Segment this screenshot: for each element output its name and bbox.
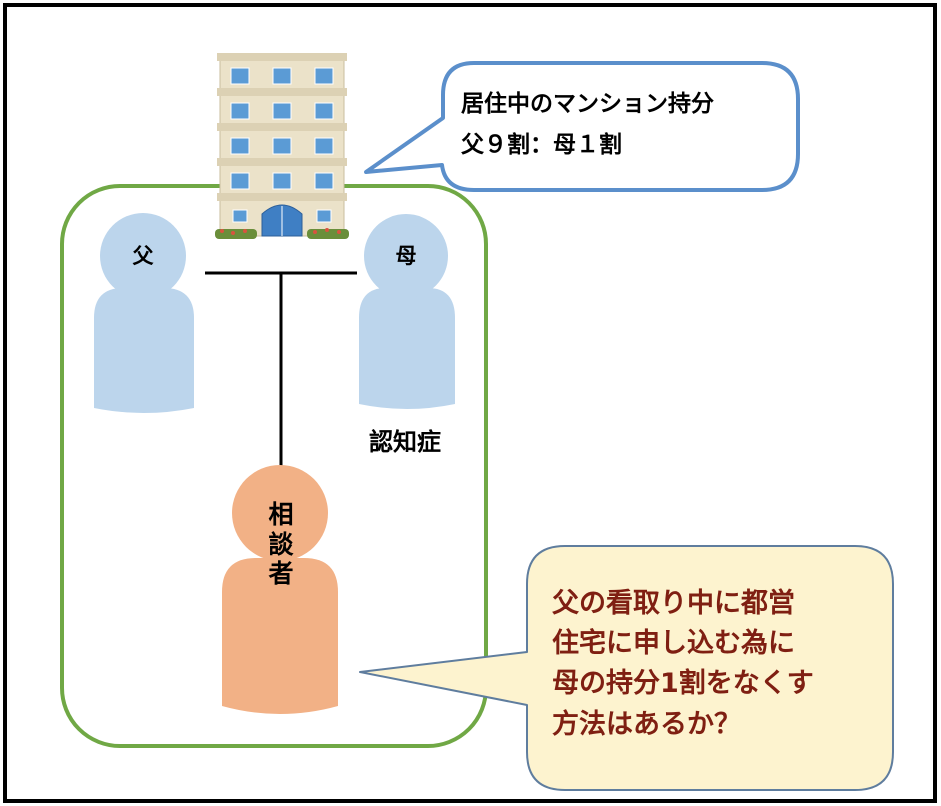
mother-label: 母: [396, 244, 417, 268]
father-label: 父: [133, 244, 155, 268]
father-figure: [94, 213, 194, 413]
consultant-label-char-3: 者: [268, 559, 293, 588]
consultant-label-char-1: 相: [268, 500, 293, 529]
question-line-1: 父の看取り中に都営: [552, 587, 795, 619]
question-line-2: 住宅に申し込む為に: [552, 627, 795, 659]
building-bubble-line-1: 居住中のマンション持分: [461, 90, 714, 117]
mother-figure: [359, 214, 455, 409]
building-bubble-line-2: 父９割：母１割: [461, 131, 622, 158]
apartment-building-icon: [215, 53, 349, 239]
question-speech-bubble: [359, 545, 894, 791]
dementia-label: 認知症: [369, 428, 441, 456]
question-line-4: 方法はあるか？: [552, 708, 741, 740]
building-speech-bubble: [364, 61, 800, 192]
question-line-3: 母の持分1割をなくす: [552, 667, 814, 699]
consultant-label-char-2: 談: [268, 530, 294, 559]
consultant-figure: [222, 465, 338, 714]
